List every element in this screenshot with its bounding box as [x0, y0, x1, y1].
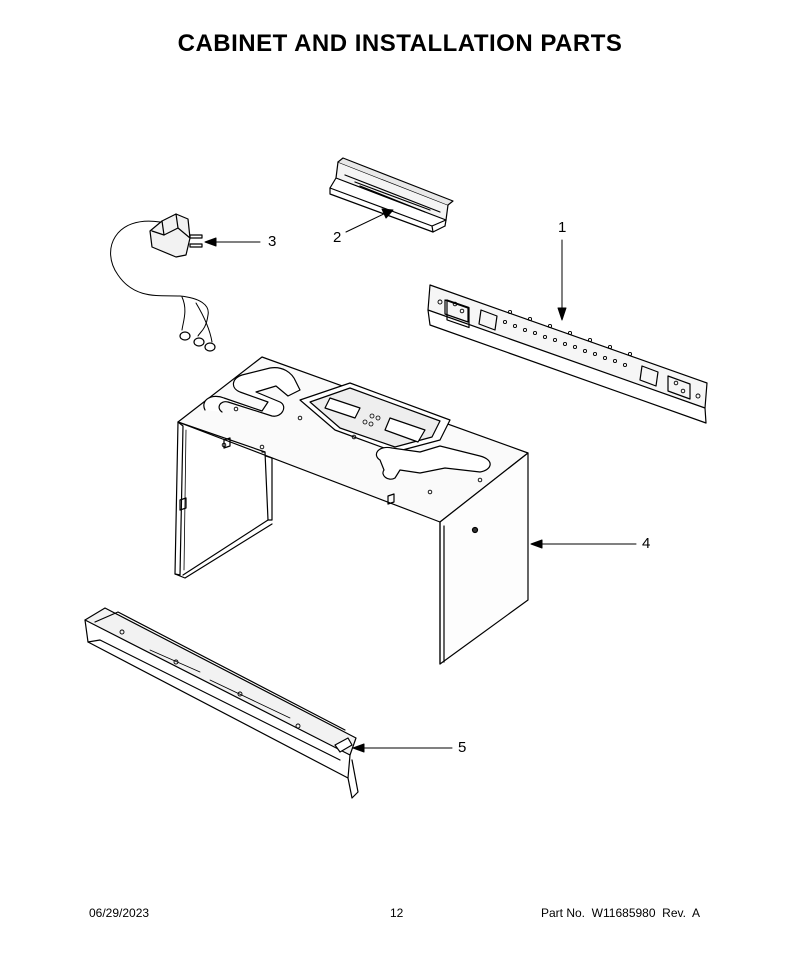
callout-label-4: 4 [642, 535, 651, 552]
part-1-mounting-plate [427, 284, 708, 424]
part-4-cabinet-wrapper [174, 356, 529, 665]
part-5-bottom-rail [84, 607, 359, 799]
footer-part-number: Part No. W11685980 Rev. A [541, 906, 700, 920]
page-title: CABINET AND INSTALLATION PARTS [177, 30, 623, 57]
footer-date: 06/29/2023 [89, 906, 150, 920]
part-3-power-cord [110, 213, 216, 352]
callout-label-3: 3 [268, 233, 277, 250]
part-2-top-vent [329, 157, 454, 233]
footer-page-number: 12 [390, 906, 404, 920]
callout-label-5: 5 [458, 739, 467, 756]
callout-label-1: 1 [558, 219, 567, 236]
callout-label-2: 2 [333, 229, 342, 246]
callout-leaders [204, 208, 637, 753]
